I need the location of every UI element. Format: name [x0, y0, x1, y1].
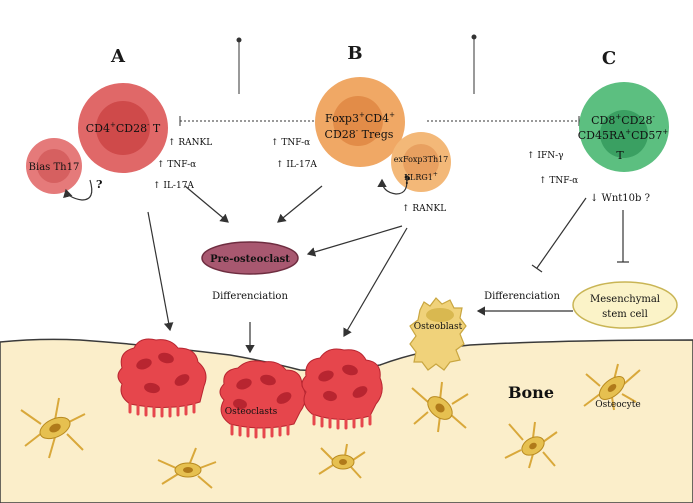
- ifn-label-c: ↑ IFN-γ: [527, 151, 564, 161]
- exfoxp3-label-line1: exFoxp3Th17: [394, 155, 449, 164]
- il17-label-a: ↑ IL-17A: [153, 181, 194, 191]
- osteocyte-cell-1: [20, 397, 86, 459]
- differentiation-label-2: Differenciation: [484, 291, 560, 302]
- exfoxp3-th17-nucleus: [403, 144, 439, 180]
- tnf-label-b: ↑ TNF-α: [271, 138, 310, 148]
- inhibition-lines: [179, 34, 580, 126]
- treg-label-line1: Foxp3+CD4+: [325, 111, 395, 125]
- cd8-t-nucleus: [600, 110, 648, 158]
- bias-th17-label: Bias Th17: [29, 162, 80, 173]
- osteocyte-cell-6: [583, 363, 641, 411]
- panel-label-c: C: [602, 48, 616, 69]
- cd8-label-line1: CD8+CD28-: [591, 113, 655, 127]
- osteocyte-cell-5: [504, 421, 558, 469]
- osteocyte-label: Osteocyte: [595, 400, 640, 410]
- rankl-label-a: ↑ RANKL: [168, 138, 212, 148]
- treg-label-line2: CD28- Tregs: [325, 127, 394, 141]
- msc-label-line1: Mesenchymal: [590, 294, 660, 305]
- cd4-t-label: CD4+CD28- T: [86, 121, 161, 135]
- bias-th17-nucleus: [37, 149, 71, 183]
- rankl-label-b: ↑ RANKL: [402, 204, 446, 214]
- pre-osteoclast-cell: [201, 241, 299, 275]
- wnt10b-label: ↓ Wnt10b ?: [590, 193, 650, 204]
- cd8-label-line2: CD45RA+CD57+: [578, 128, 669, 142]
- osteoblast-cell: [409, 297, 467, 371]
- pre-osteoclast-label: Pre-osteoclast: [210, 254, 290, 265]
- osteocyte-cell-4: [411, 381, 469, 433]
- exfoxp3-label-line2: KLRG1+: [404, 171, 438, 182]
- osteoclast-cell-1: [117, 338, 207, 418]
- tnf-label-c: ↑ TNF-α: [539, 176, 578, 186]
- osteocyte-cell-3: [318, 443, 366, 479]
- osteoblast-label: Osteoblast: [414, 322, 463, 332]
- panel-label-a: A: [110, 46, 126, 67]
- osteoclast-cell-2: [219, 360, 306, 439]
- question-mark-a: ?: [96, 178, 102, 191]
- msc-label-line2: stem cell: [602, 309, 648, 320]
- treg-nucleus: [333, 96, 383, 146]
- question-mark-b: ?: [404, 174, 410, 187]
- bone-label: Bone: [508, 383, 554, 402]
- osteoclasts-label: Osteoclasts: [225, 407, 278, 417]
- differentiation-label-1: Differenciation: [212, 291, 288, 302]
- il17-label-b: ↑ IL-17A: [276, 160, 317, 170]
- panel-label-b: B: [347, 43, 362, 64]
- osteocyte-cell-2: [157, 447, 217, 489]
- mesenchymal-stem-cell: [572, 281, 678, 329]
- osteoclast-cell-3: [301, 348, 383, 430]
- arrows: [63, 173, 629, 354]
- cd4-cd28-t-nucleus: [96, 101, 150, 155]
- cd8-label-line3: T: [616, 149, 624, 162]
- tnf-label-a: ↑ TNF-α: [157, 160, 196, 170]
